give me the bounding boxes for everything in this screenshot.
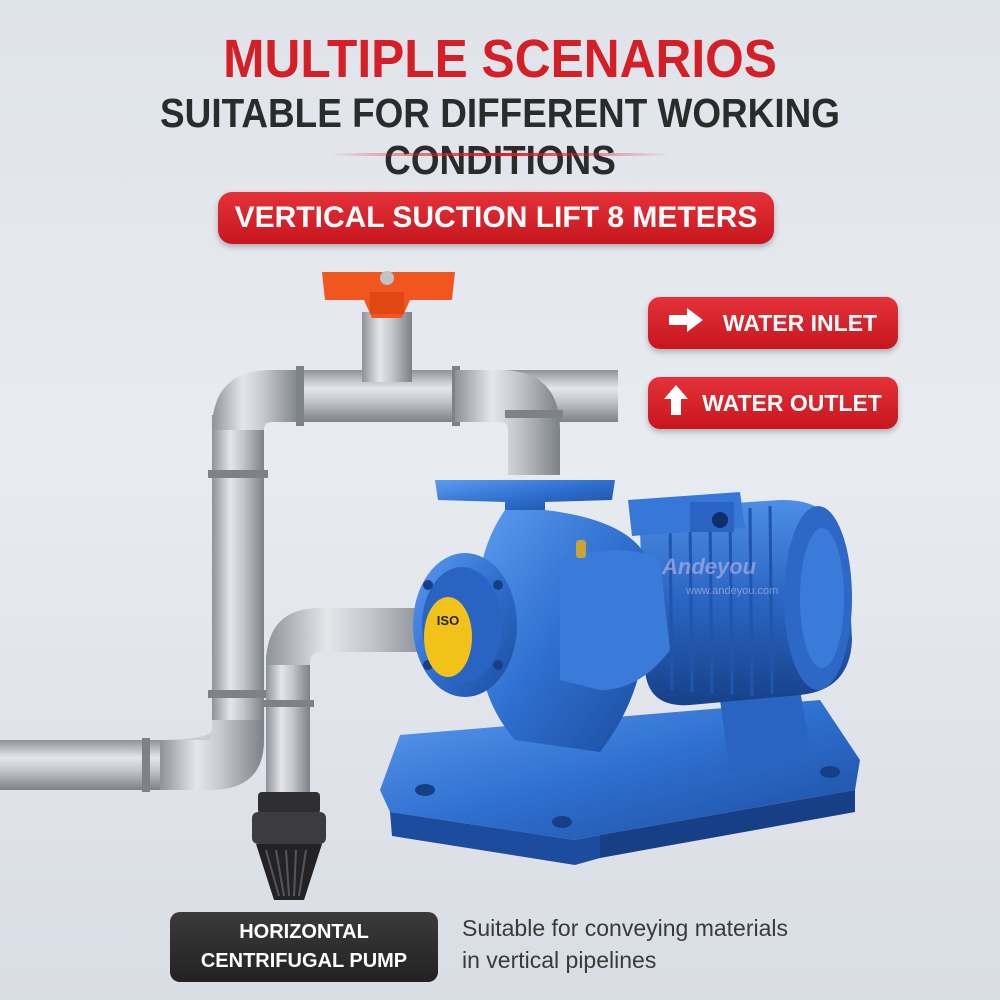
suction-pipe [262, 608, 440, 795]
water-outlet-badge: WATER OUTLET [648, 377, 898, 429]
description-line2: in vertical pipelines [462, 947, 657, 973]
iso-text: ISO [437, 613, 459, 628]
water-outlet-text: WATER OUTLET [702, 389, 882, 416]
water-inlet-badge: WATER INLET [648, 297, 898, 349]
page-title: MULTIPLE SCENARIOS [223, 29, 777, 89]
suction-lift-badge: VERTICAL SUCTION LIFT 8 METERS [218, 192, 774, 244]
product-name-line1: HORIZONTAL [239, 921, 369, 943]
page-subtitle: SUITABLE FOR DIFFERENT WORKING CONDITION… [160, 90, 840, 183]
title-divider [330, 153, 670, 156]
arrow-right-icon [668, 308, 709, 338]
product-name-box: HORIZONTAL CENTRIFUGAL PUMP [170, 912, 438, 982]
suction-lift-text: VERTICAL SUCTION LIFT 8 METERS [234, 201, 758, 234]
left-pipe [0, 366, 618, 792]
description-line1: Suitable for conveying materials [462, 915, 788, 941]
brand-watermark: Andeyou [662, 554, 757, 579]
arrow-up-icon [664, 385, 690, 421]
foot-valve-strainer [252, 792, 326, 900]
outlet-pipe [455, 370, 563, 475]
brand-watermark-url: www.andeyou.com [686, 585, 779, 597]
product-description: Suitable for conveying materials in vert… [462, 912, 882, 976]
product-name-line2: CENTRIFUGAL PUMP [200, 950, 408, 972]
pump-base [380, 690, 860, 865]
electric-motor [628, 492, 852, 706]
water-inlet-text: WATER INLET [722, 309, 878, 336]
iso-flange-label: ISO [424, 597, 472, 677]
ball-valve [322, 271, 455, 382]
